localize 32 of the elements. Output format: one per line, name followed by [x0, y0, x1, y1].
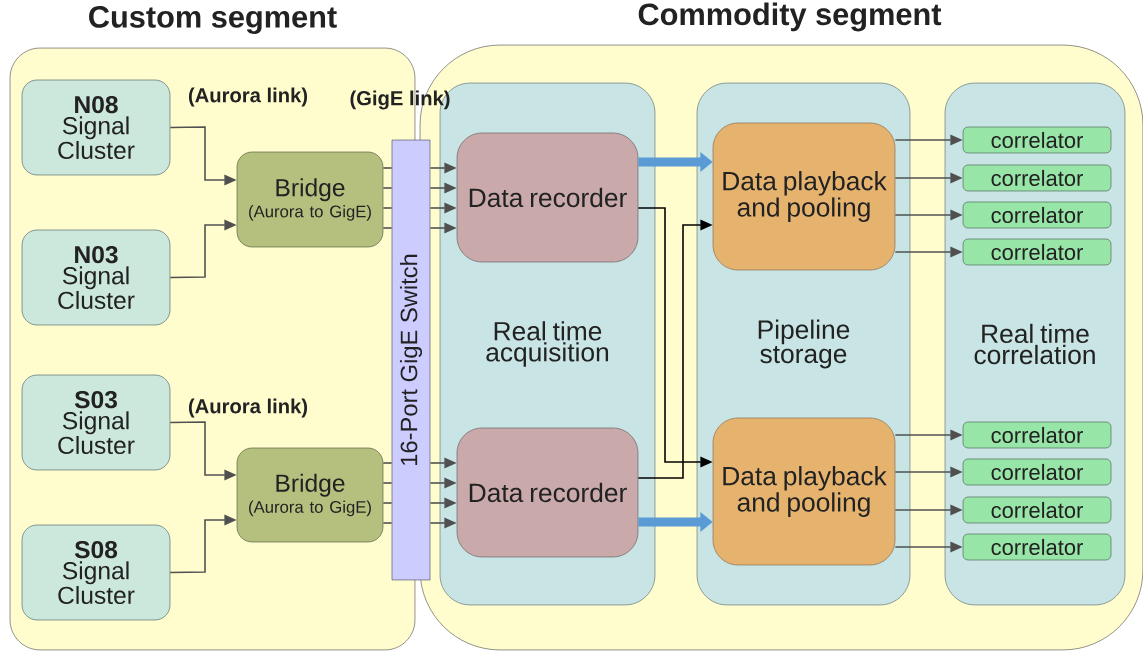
correlator-box: correlator: [962, 496, 1112, 524]
correlator-box: correlator: [962, 421, 1112, 449]
switch-box: 16-Port GigE Switch: [391, 139, 431, 581]
connector-line: [382, 522, 393, 524]
connector-line: [382, 227, 393, 229]
correlator-box: correlator: [962, 238, 1112, 266]
playback-box: Data playback and pooling: [712, 417, 896, 566]
correlator-box: correlator: [962, 164, 1112, 192]
cluster-box: N08 Signal Cluster: [21, 79, 171, 176]
connector-line: [382, 187, 393, 189]
recorder-box: Data recorder: [456, 427, 639, 558]
correlator-box: correlator: [962, 458, 1112, 486]
cluster-box: N03 Signal Cluster: [21, 229, 171, 326]
correlator-box: correlator: [962, 201, 1112, 229]
segment-heading: Commodity segment: [638, 2, 942, 32]
correlator-box: correlator: [962, 126, 1112, 154]
correlator-box: correlator: [962, 533, 1112, 561]
connector-line: [382, 462, 393, 464]
cluster-box: S08 Signal Cluster: [21, 524, 171, 621]
connector-line: [382, 207, 393, 209]
bridge-box: Bridge (Aurora to GigE): [236, 447, 384, 543]
connector-line: [382, 167, 393, 169]
playback-box: Data playback and pooling: [712, 122, 896, 271]
connector-line: [382, 502, 393, 504]
link-label: (Aurora link): [188, 87, 308, 107]
cluster-box: S03 Signal Cluster: [21, 374, 171, 471]
bridge-box: Bridge (Aurora to GigE): [236, 151, 384, 248]
recorder-box: Data recorder: [456, 132, 639, 263]
link-label: (Aurora link): [188, 398, 308, 418]
link-label: (GigE link): [350, 90, 450, 110]
connector-line: [382, 482, 393, 484]
segment-heading: Custom segment: [89, 6, 337, 34]
